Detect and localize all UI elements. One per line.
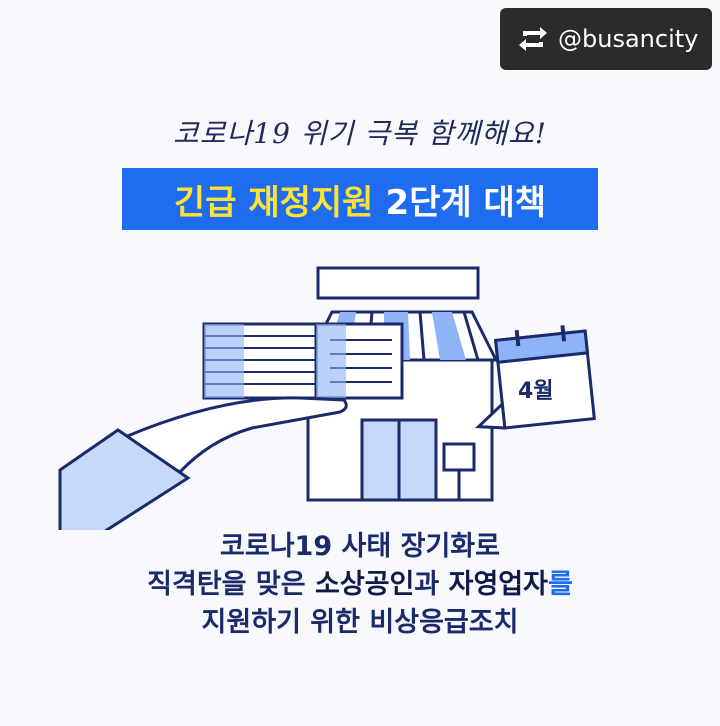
body-line-1: 코로나19 사태 장기화로	[220, 531, 500, 562]
body-line-2e: 를	[548, 569, 573, 600]
sleeve	[58, 428, 191, 530]
repost-icon	[518, 26, 548, 52]
calendar	[474, 325, 596, 430]
body-line-2a: 직격탄을 맞은	[147, 569, 315, 600]
headline-part2: 2단계 대책	[385, 182, 547, 223]
body-highlight-small-business: 소상공인	[315, 569, 415, 600]
store-support-illustration: 4월	[58, 266, 596, 530]
store-window	[442, 442, 476, 472]
money-stack-left	[202, 322, 318, 400]
body-line-2c: 과	[414, 569, 449, 600]
body-highlight-self-employed: 자영업자	[448, 569, 548, 600]
headline-part1: 긴급 재정지원	[173, 182, 374, 223]
calendar-month: 4월	[518, 379, 554, 404]
tagline: 코로나19 위기 극복 함께해요!	[173, 117, 547, 150]
body-text: 코로나19 사태 장기화로 직격탄을 맞은 소상공인과 자영업자를 지원하기 위…	[0, 528, 720, 642]
headline-banner: 긴급 재정지원 2단계 대책	[122, 168, 598, 230]
store-sign	[316, 266, 480, 300]
hand	[114, 396, 348, 474]
body-line-3: 지원하기 위한 비상응급조치	[201, 607, 519, 638]
repost-badge[interactable]: @busancity	[500, 8, 712, 70]
repost-handle: @busancity	[558, 25, 699, 53]
money-stack-right	[314, 322, 404, 400]
body-line-2: 직격탄을 맞은 소상공인과 자영업자를	[0, 566, 720, 604]
